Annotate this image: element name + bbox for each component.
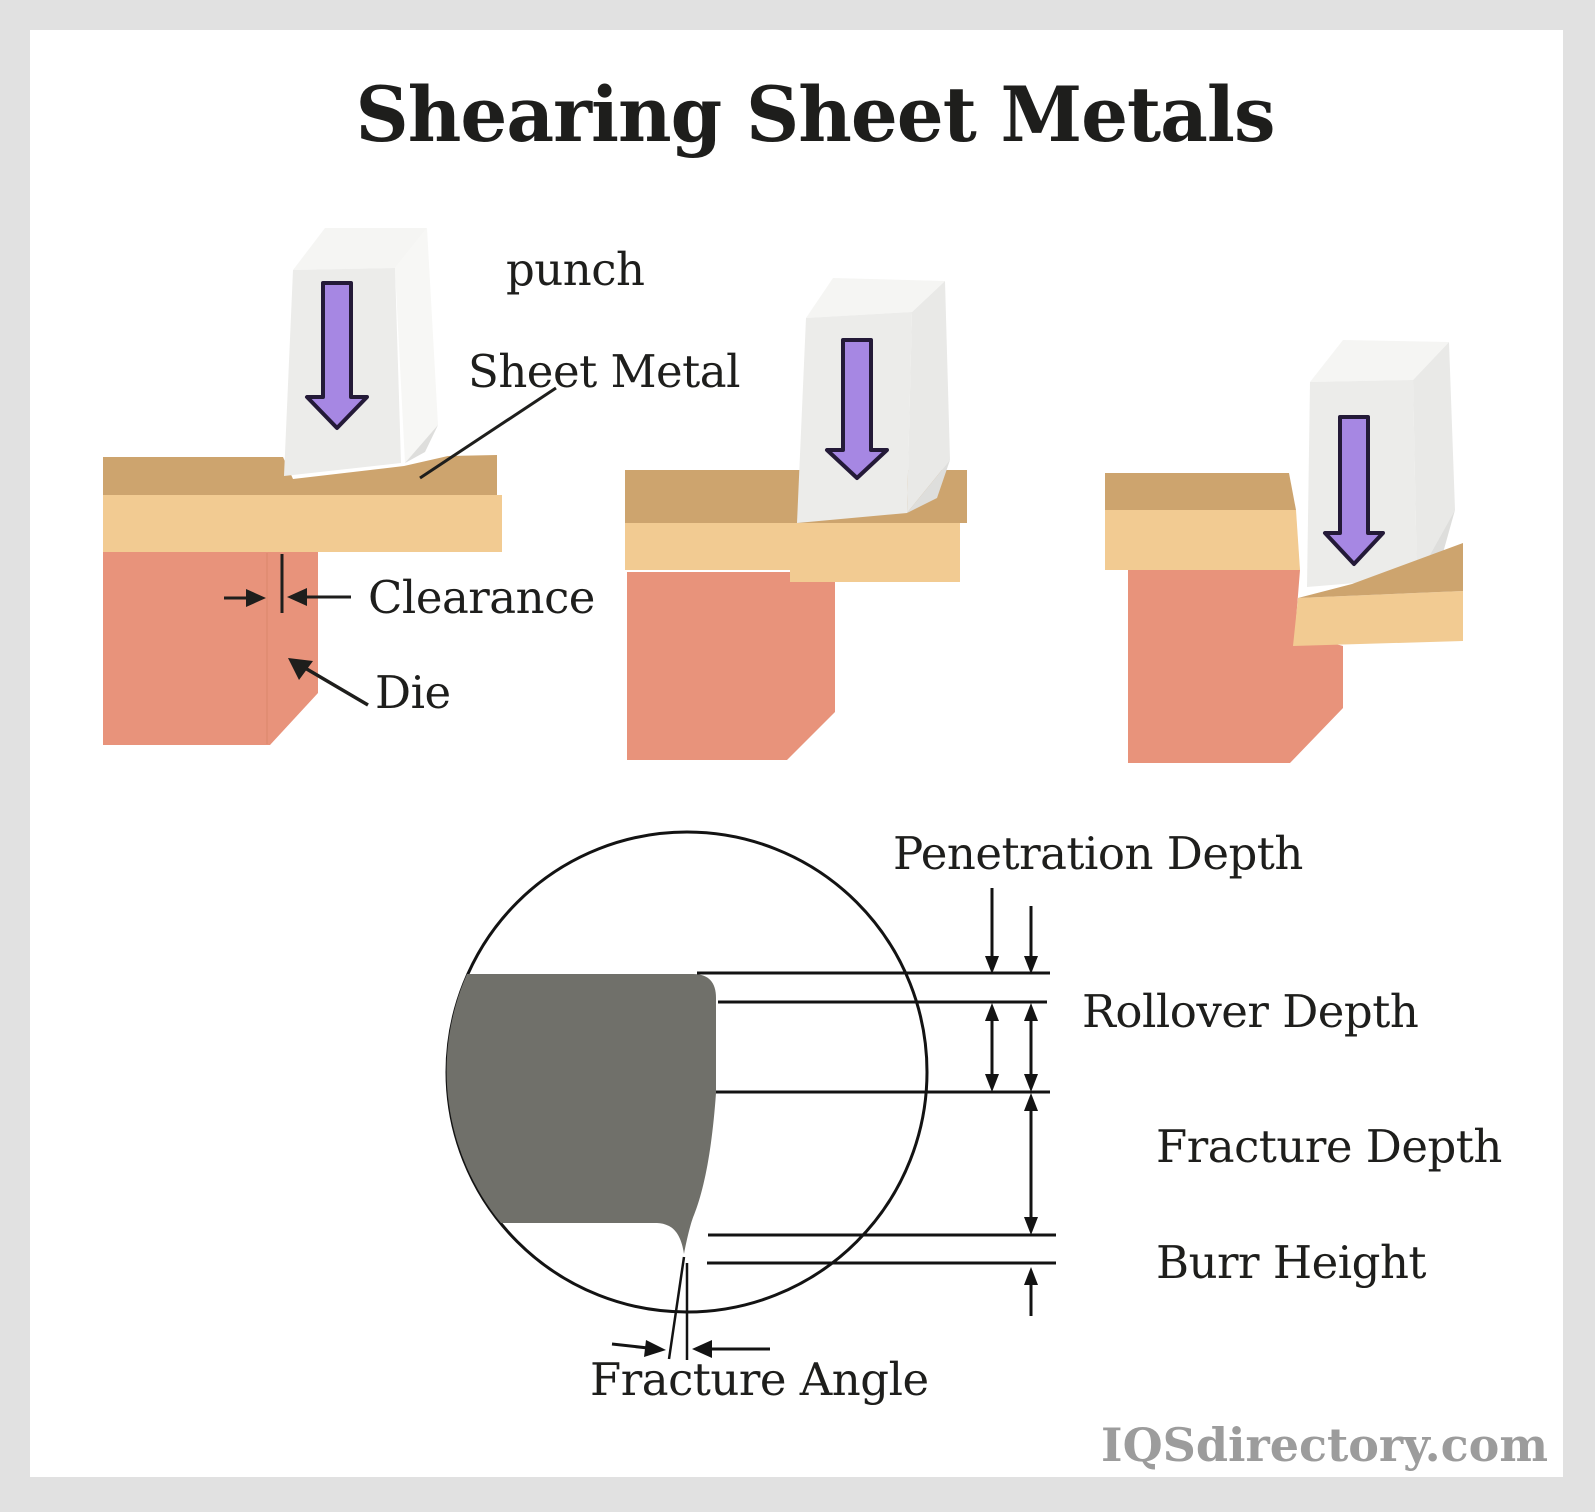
burr-height-arrow bbox=[1024, 1267, 1038, 1316]
stage-2-diagram bbox=[625, 278, 967, 760]
die-label: Die bbox=[375, 666, 451, 719]
punch-shadow-face bbox=[907, 460, 950, 513]
punch-top-face bbox=[806, 278, 945, 318]
burr-height-label: Burr Height bbox=[1156, 1236, 1427, 1289]
fracture-angle-arrows bbox=[611, 1340, 770, 1358]
fracture-depth-dimension-arrow bbox=[1024, 1093, 1038, 1235]
rollover-depth-dimension-arrows bbox=[985, 1003, 1038, 1092]
shear-edge-detail-diagram bbox=[445, 830, 1056, 1360]
punch-shadow-face bbox=[405, 425, 438, 463]
sheared-edge-cross-section bbox=[446, 974, 716, 1254]
fracture-angle-lines bbox=[667, 1256, 689, 1360]
die-pointer-arrow bbox=[304, 666, 369, 707]
clearance-label: Clearance bbox=[368, 571, 595, 624]
stage-3-diagram bbox=[1105, 340, 1463, 763]
sheet-top-layer bbox=[1105, 473, 1296, 510]
fracture-angle-label: Fracture Angle bbox=[590, 1353, 929, 1406]
clearance-right-arrowhead-icon bbox=[287, 588, 307, 606]
sheet-bottom-layer bbox=[1105, 510, 1300, 570]
sheet-bottom-layer bbox=[103, 495, 502, 552]
punch-down-arrow-icon bbox=[305, 281, 369, 430]
clearance-left-arrowhead-icon bbox=[246, 589, 266, 607]
punch-label: punch bbox=[506, 243, 645, 296]
die-block bbox=[103, 552, 318, 745]
punch-side-face bbox=[395, 228, 438, 463]
watermark: IQSdirectory.com bbox=[1101, 1418, 1548, 1472]
sheet-metal-label: Sheet Metal bbox=[468, 345, 740, 398]
stage-1-diagram bbox=[103, 228, 557, 745]
punch-down-arrow-icon bbox=[825, 338, 889, 480]
punch-top-face bbox=[1310, 340, 1449, 382]
die-block bbox=[627, 572, 835, 760]
die-pointer-arrowhead-icon bbox=[288, 658, 313, 680]
punch-side-face bbox=[907, 281, 950, 513]
cut-slug-top-layer bbox=[1298, 543, 1463, 598]
punch-top-face bbox=[293, 228, 427, 270]
sheet-top-layer bbox=[103, 455, 497, 495]
rollover-depth-label: Rollover Depth bbox=[1082, 985, 1419, 1038]
page-title: Shearing Sheet Metals bbox=[355, 70, 1276, 159]
die-block bbox=[1128, 570, 1343, 763]
penetration-depth-arrows bbox=[985, 888, 1038, 974]
penetration-depth-label: Penetration Depth bbox=[893, 827, 1303, 880]
fracture-depth-label: Fracture Depth bbox=[1156, 1120, 1502, 1173]
punch-side-face bbox=[1413, 342, 1455, 578]
cut-slug-bottom-layer bbox=[1293, 591, 1463, 646]
sheet-metal-pointer-line bbox=[419, 386, 557, 480]
punch-down-arrow-icon bbox=[1323, 415, 1385, 566]
sheet-bottom-layer bbox=[625, 523, 960, 582]
